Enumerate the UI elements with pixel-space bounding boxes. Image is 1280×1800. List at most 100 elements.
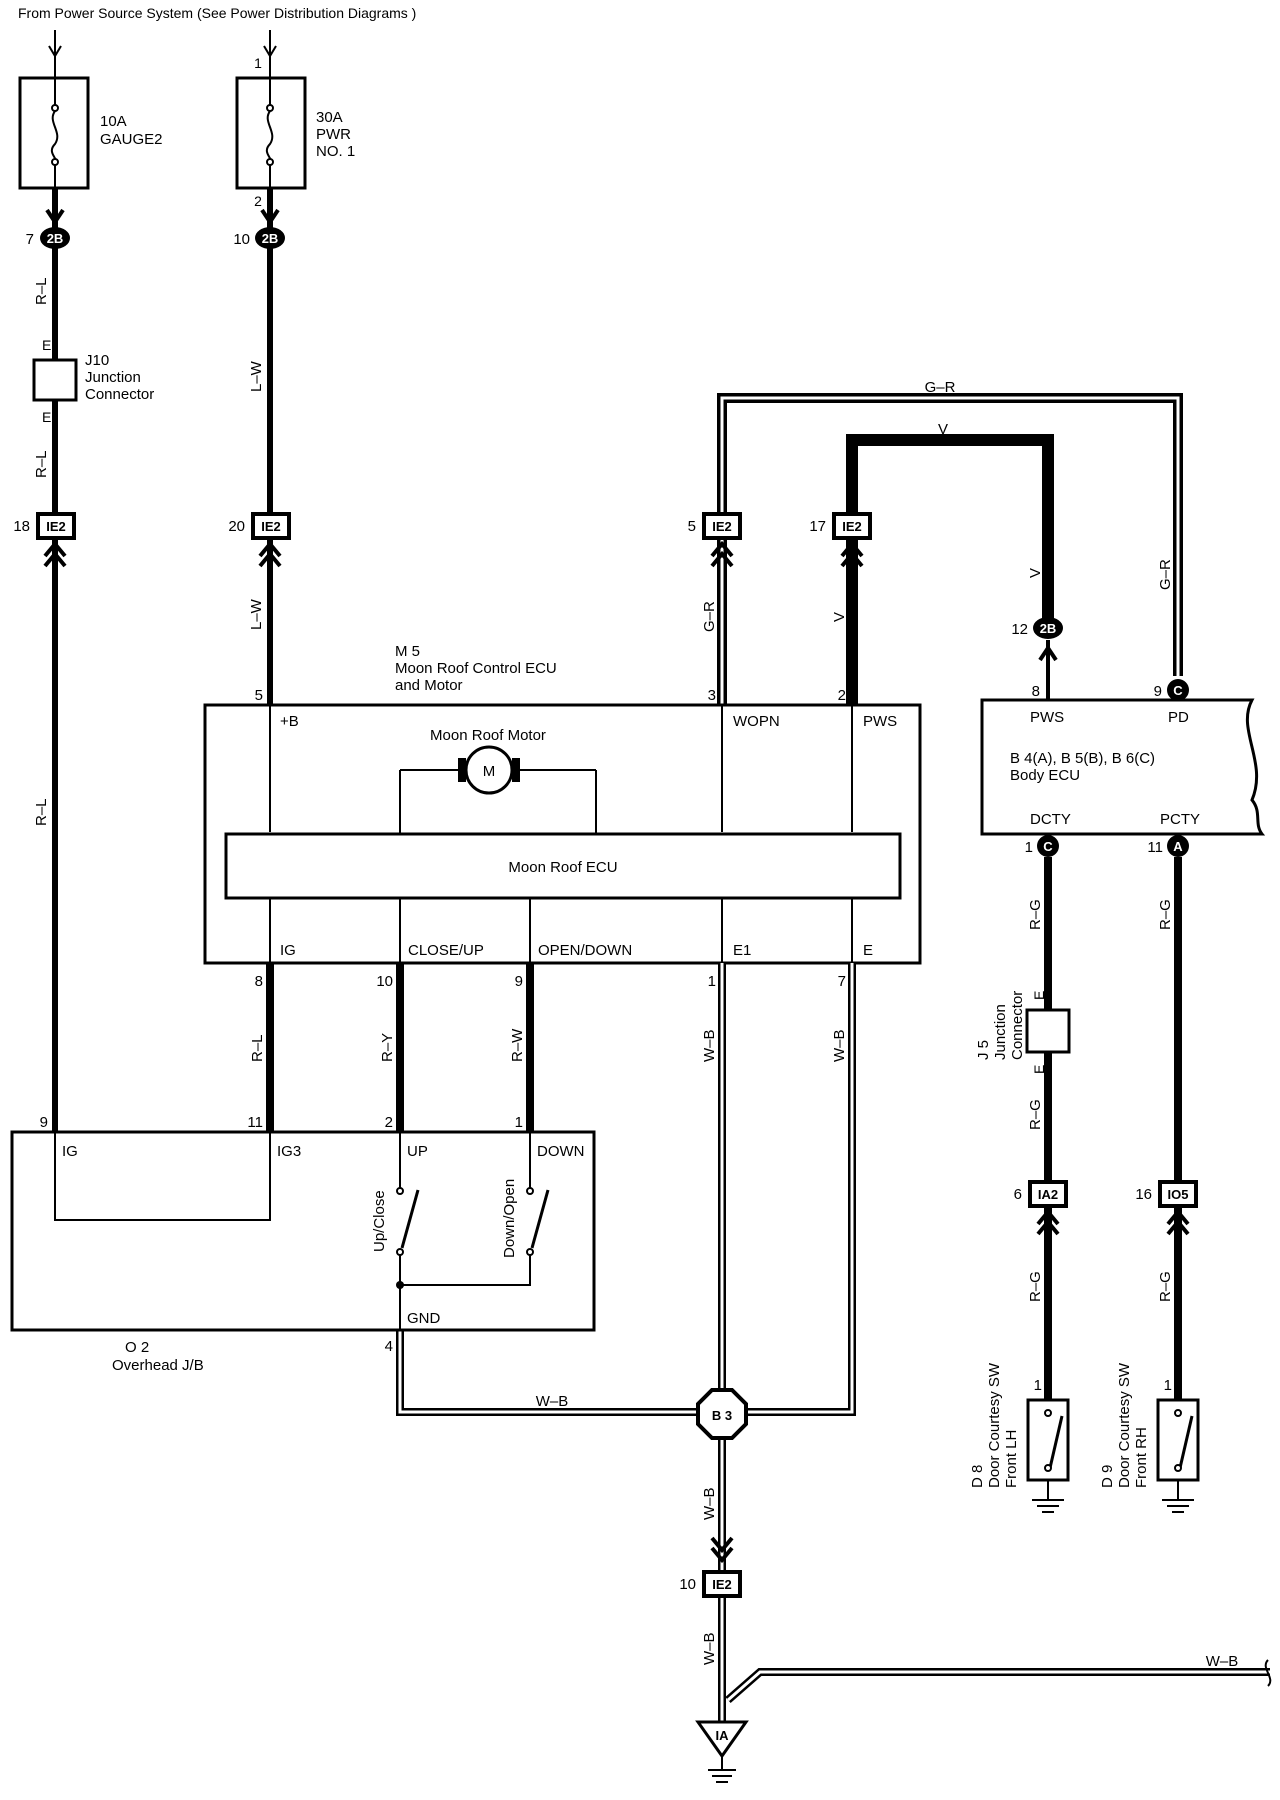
d8-door-courtesy-switch: 1 D 8 Door Courtesy SW Front LH <box>969 1362 1070 1513</box>
body-ecu: 8 PWS C 9 PD B 4(A), B 5(B), B 6(C) Body… <box>980 679 1266 857</box>
diagram-label: IE2 <box>261 519 281 534</box>
diagram-label: 11 <box>1147 839 1163 856</box>
diagram-label: IA2 <box>1038 1187 1058 1202</box>
diagram-label: IE2 <box>712 1577 732 1592</box>
diagram-label: 8 <box>1032 683 1040 700</box>
wire-label-rg-1: R–G <box>1027 899 1044 930</box>
wire-label-rw: R–W <box>509 1028 526 1062</box>
fuse-gauge2: 10A GAUGE2 <box>18 30 163 190</box>
diagram-label: Door Courtesy SW <box>986 1362 1003 1488</box>
diagram-label: J 5 <box>975 1040 992 1060</box>
diagram-label: 30A <box>316 109 343 126</box>
wire-label-lw-1: L–W <box>248 360 265 392</box>
wire-label-rg-2: R–G <box>1157 899 1174 930</box>
wire-wb <box>396 963 1272 1722</box>
diagram-label: E <box>863 942 873 959</box>
diagram-label: 9 <box>40 1114 48 1131</box>
wire-label-v-left: V <box>831 612 848 622</box>
connector-ie2-18: IE2 18 <box>13 512 76 540</box>
diagram-label: 8 <box>255 973 263 990</box>
diagram-label: 7 <box>838 973 846 990</box>
diagram-label: 17 <box>809 518 826 535</box>
diagram-label: IG3 <box>277 1143 301 1160</box>
fuse-gauge2-name: GAUGE2 <box>100 131 163 148</box>
diagram-label: and Motor <box>395 677 463 694</box>
diagram-label: 2 <box>385 1114 393 1131</box>
diagram-label: IE2 <box>842 519 862 534</box>
switch-up-close-label: Up/Close <box>371 1190 388 1252</box>
diagram-label: 20 <box>228 518 245 535</box>
wire-label-ry: R–Y <box>379 1033 396 1062</box>
diagram-label: 5 <box>688 518 696 535</box>
diagram-label: E <box>42 337 51 353</box>
wire-label-wb-3: W–B <box>536 1393 569 1410</box>
wire-label-gr-left: G–R <box>701 601 718 632</box>
wire-label-gr-right: G–R <box>1157 559 1174 590</box>
diagram-label: D 9 <box>1099 1465 1116 1488</box>
switch-down-open-label: Down/Open <box>501 1179 518 1258</box>
diagram-label: 9 <box>515 973 523 990</box>
diagram-label: 5 <box>255 687 263 704</box>
diagram-label: CLOSE/UP <box>408 942 484 959</box>
wire-label-lw-2: L–W <box>248 598 265 630</box>
connector-ie2-20: IE2 20 <box>228 512 291 540</box>
diagram-label: 16 <box>1135 1186 1152 1203</box>
diagram-label: OPEN/DOWN <box>538 942 632 959</box>
fuse-pwr-no1: 1 2 30A PWR NO. 1 <box>235 30 355 209</box>
diagram-label: 1 <box>1025 839 1033 856</box>
j5-junction-connector: E E J 5 Junction Connector <box>975 991 1071 1074</box>
wire-label-wb-2: W–B <box>831 1029 848 1062</box>
connector-io5: IO5 16 <box>1135 1180 1198 1208</box>
wire-label-v-right: V <box>1027 568 1044 578</box>
wire-label-rl-2: R–L <box>33 450 50 478</box>
diagram-label: Overhead J/B <box>112 1357 204 1374</box>
diagram-label: A <box>1173 839 1183 854</box>
diagram-label: 1 <box>1034 1377 1042 1394</box>
diagram-label: IE2 <box>712 519 732 534</box>
moon-roof-motor-label: Moon Roof Motor <box>430 727 546 744</box>
wire-label-rg-5: R–G <box>1157 1271 1174 1302</box>
wire-rg <box>1036 857 1190 1400</box>
diagram-label: PWR <box>316 126 351 143</box>
diagram-label: E <box>1031 991 1047 1000</box>
connector-2b-mid: 2B 10 <box>233 227 285 249</box>
diagram-label: 1 <box>254 55 262 71</box>
diagram-label: WOPN <box>733 713 780 730</box>
diagram-label: E1 <box>733 942 751 959</box>
diagram-label: E <box>42 409 51 425</box>
wire-label-wb-6: W–B <box>1206 1653 1239 1670</box>
diagram-label: 10 <box>233 231 250 248</box>
diagram-label: 2 <box>254 193 262 209</box>
wire-rl-left <box>43 188 67 1132</box>
connector-ia2: IA2 6 <box>1014 1180 1068 1208</box>
diagram-label: B 4(A), B 5(B), B 6(C) <box>1010 750 1155 767</box>
diagram-label: 1 <box>515 1114 523 1131</box>
diagram-label: J10 <box>85 352 109 369</box>
diagram-label: 6 <box>1014 1186 1022 1203</box>
wire-label-rg-4: R–G <box>1027 1271 1044 1302</box>
diagram-label: 2 <box>838 687 846 704</box>
splice-b3: B 3 <box>696 1388 748 1440</box>
diagram-label: IG <box>280 942 296 959</box>
source-note: From Power Source System (See Power Dist… <box>18 5 416 21</box>
diagram-label: 11 <box>247 1114 263 1131</box>
wire-label-v-top: V <box>938 421 948 438</box>
diagram-label: PWS <box>1030 709 1064 726</box>
diagram-label: PCTY <box>1160 811 1200 828</box>
m5-moon-roof-ecu-motor: M 5 Moon Roof Control ECU and Motor Moon… <box>203 643 922 990</box>
wire-label-wb-5: W–B <box>701 1632 718 1665</box>
diagram-label: M 5 <box>395 643 420 660</box>
diagram-label: O 2 <box>125 1339 149 1356</box>
diagram-label: Front LH <box>1003 1430 1020 1488</box>
diagram-label: 1 <box>1164 1377 1172 1394</box>
o2-overhead-jb: Up/Close Down/Open 9 IG 11 IG3 2 UP 1 DO… <box>10 1114 596 1374</box>
diagram-label: Connector <box>1009 991 1026 1060</box>
motor-symbol: M <box>483 763 496 780</box>
wire-lw <box>258 188 282 705</box>
diagram-label: E <box>1031 1065 1047 1074</box>
diagram-label: IG <box>62 1143 78 1160</box>
diagram-label: 3 <box>708 687 716 704</box>
diagram-label: UP <box>407 1143 428 1160</box>
wire-label-rl-4: R–L <box>249 1034 266 1062</box>
